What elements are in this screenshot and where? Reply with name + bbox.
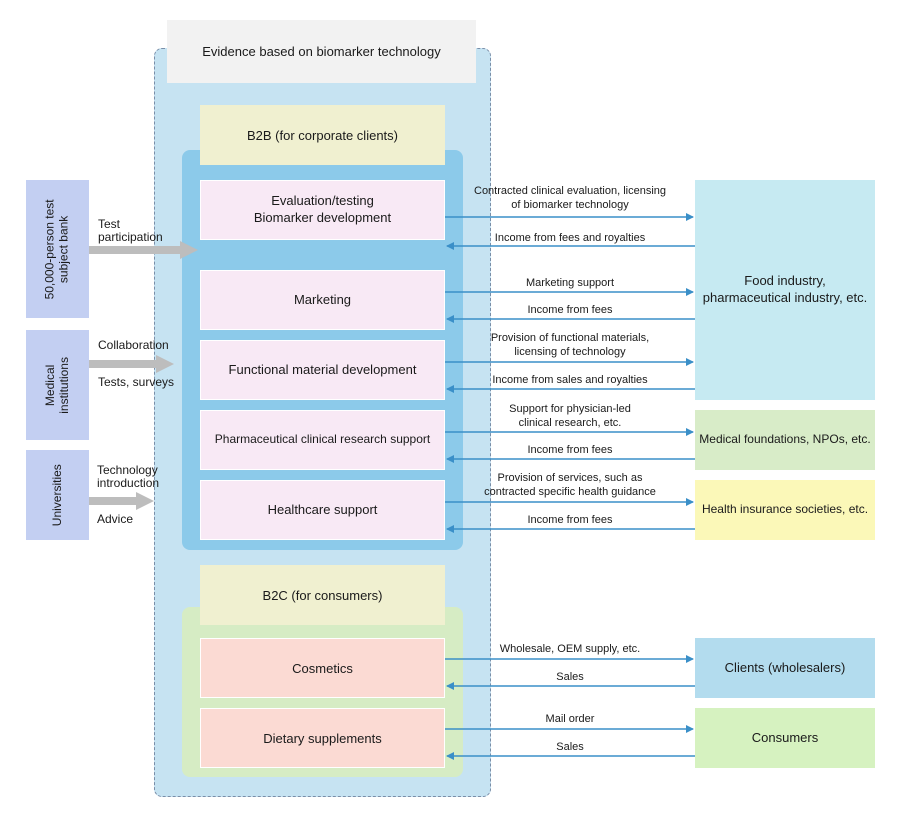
b2c-header: B2C (for consumers)	[200, 565, 445, 625]
source-test-subject-bank: 50,000-person test subject bank	[26, 180, 89, 318]
flow-cosmetics-out-label: Wholesale, OEM supply, etc.	[499, 643, 641, 655]
flow-label-technology-line2: introduction	[97, 476, 160, 491]
partner-wholesalers: Clients (wholesalers)	[695, 638, 875, 698]
arrow-medical-collaboration	[89, 355, 174, 373]
arrow-test-participation	[89, 241, 198, 259]
flow-functional-out-line1: Provision of functional materials,	[490, 332, 650, 344]
flow-supplements-out-label: Mail order	[545, 713, 595, 725]
flow-evaluation-out-line2: of biomarker technology	[511, 198, 629, 211]
service-evaluation-line1: Evaluation/testing	[271, 193, 374, 209]
service-marketing-label: Marketing	[293, 291, 352, 307]
partner-health-insurance: Health insurance societies, etc.	[695, 480, 875, 540]
flow-label-technology-line1: Technology	[97, 463, 158, 477]
flow-marketing-in-label: Income from fees	[527, 304, 613, 316]
partner-food-line1: Food industry,	[744, 273, 826, 289]
flow-label-collaboration: Collaboration	[98, 338, 169, 352]
flow-pharma-out-line1: Support for physician-led	[509, 403, 631, 415]
flow-healthcare-out-line2: contracted specific health guidance	[484, 485, 656, 498]
diagram-title: Evidence based on biomarker technology	[167, 20, 476, 83]
service-pharma-clinical: Pharmaceutical clinical research support	[200, 410, 445, 470]
flow-marketing-out-label: Marketing support	[525, 277, 615, 289]
flow-evaluation-out-label: Contracted clinical evaluation, licensin…	[445, 185, 695, 213]
service-evaluation-line2: Biomarker development	[253, 210, 392, 225]
partner-wholesalers-label: Clients (wholesalers)	[724, 659, 846, 675]
flow-functional-out-line2: licensing of technology	[514, 345, 626, 358]
service-marketing: Marketing	[200, 270, 445, 330]
flow-label-test-line2: participation	[98, 230, 163, 245]
service-cosmetics: Cosmetics	[200, 638, 445, 698]
partner-health-label: Health insurance societies, etc.	[701, 502, 869, 517]
flow-healthcare-out-label: Provision of services, such as contracte…	[445, 472, 695, 500]
flow-label-advice: Advice	[97, 512, 134, 526]
flow-label-technology: Technology introduction	[97, 463, 160, 491]
flow-label-test-line1: Test	[98, 217, 121, 231]
service-healthcare-label: Healthcare support	[267, 501, 378, 517]
flow-label-tests-surveys: Tests, surveys	[98, 375, 175, 389]
partner-consumers-label: Consumers	[751, 729, 819, 745]
flow-pharma-out-label: Support for physician-led clinical resea…	[445, 403, 695, 431]
service-pharma-clinical-label: Pharmaceutical clinical research support	[214, 432, 431, 447]
flow-cosmetics-in-label: Sales	[556, 671, 584, 683]
partner-consumers: Consumers	[695, 708, 875, 768]
source-medical-institutions: Medical institutions	[26, 330, 89, 440]
flow-supplements-in-label: Sales	[556, 741, 584, 753]
service-evaluation: Evaluation/testing Biomarker development	[200, 180, 445, 240]
partner-food-pharma: Food industry, pharmaceutical industry, …	[695, 180, 875, 400]
arrow-universities	[89, 492, 154, 510]
b2b-header-text: B2B (for corporate clients)	[246, 127, 398, 143]
flow-healthcare-in-label: Income from fees	[527, 514, 613, 526]
service-functional-material-label: Functional material development	[228, 361, 417, 377]
source-universities: Universities	[26, 450, 89, 540]
b2c-header-text: B2C (for consumers)	[262, 587, 383, 603]
flow-evaluation-out-line1: Contracted clinical evaluation, licensin…	[474, 185, 666, 197]
flow-pharma-out-line2: clinical research, etc.	[518, 416, 622, 429]
partner-food-line2: pharmaceutical industry, etc.	[702, 290, 868, 305]
service-supplements-label: Dietary supplements	[263, 730, 382, 746]
partner-medical-foundations: Medical foundations, NPOs, etc.	[695, 410, 875, 470]
flow-pharma-in-label: Income from fees	[527, 444, 613, 456]
service-healthcare: Healthcare support	[200, 480, 445, 540]
flow-functional-in-label: Income from sales and royalties	[492, 374, 648, 386]
diagram-title-text: Evidence based on biomarker technology	[202, 44, 441, 59]
flow-label-test-participation: Test participation	[98, 217, 163, 245]
partner-medical-label: Medical foundations, NPOs, etc.	[699, 432, 871, 447]
flow-functional-out-label: Provision of functional materials, licen…	[445, 332, 695, 360]
service-cosmetics-label: Cosmetics	[292, 660, 353, 676]
service-functional-material: Functional material development	[200, 340, 445, 400]
service-supplements: Dietary supplements	[200, 708, 445, 768]
flow-healthcare-out-line1: Provision of services, such as	[497, 472, 643, 484]
b2b-header: B2B (for corporate clients)	[200, 105, 445, 165]
flow-evaluation-in-label: Income from fees and royalties	[494, 232, 646, 244]
